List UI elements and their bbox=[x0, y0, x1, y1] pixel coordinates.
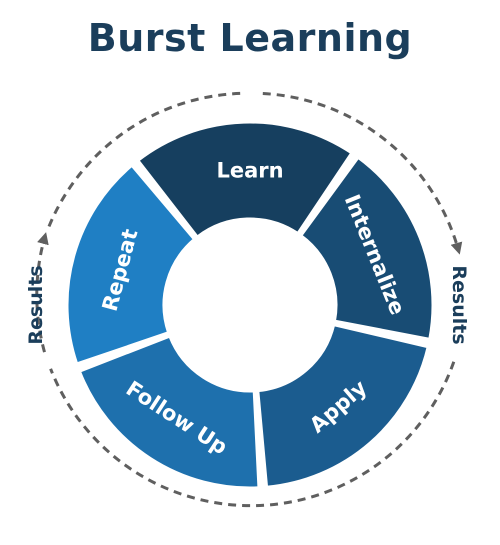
outer-cycle-arrows bbox=[35, 91, 463, 508]
segment-internalize bbox=[298, 155, 435, 342]
cycle-segments bbox=[65, 120, 435, 490]
segment-apply bbox=[256, 322, 430, 489]
segment-learn bbox=[135, 120, 354, 240]
segment-follow-up bbox=[77, 334, 261, 490]
segment-repeat bbox=[65, 163, 197, 366]
left-top-cycle-arrow bbox=[47, 91, 247, 227]
right-cycle-arrow bbox=[262, 92, 463, 255]
page-title: Burst Learning bbox=[87, 16, 413, 60]
results-label-left: Results bbox=[25, 265, 47, 344]
segment-label-learn: Learn bbox=[216, 159, 283, 183]
left-cycle-arrow bbox=[35, 232, 49, 353]
results-label-right: Results bbox=[448, 265, 470, 344]
